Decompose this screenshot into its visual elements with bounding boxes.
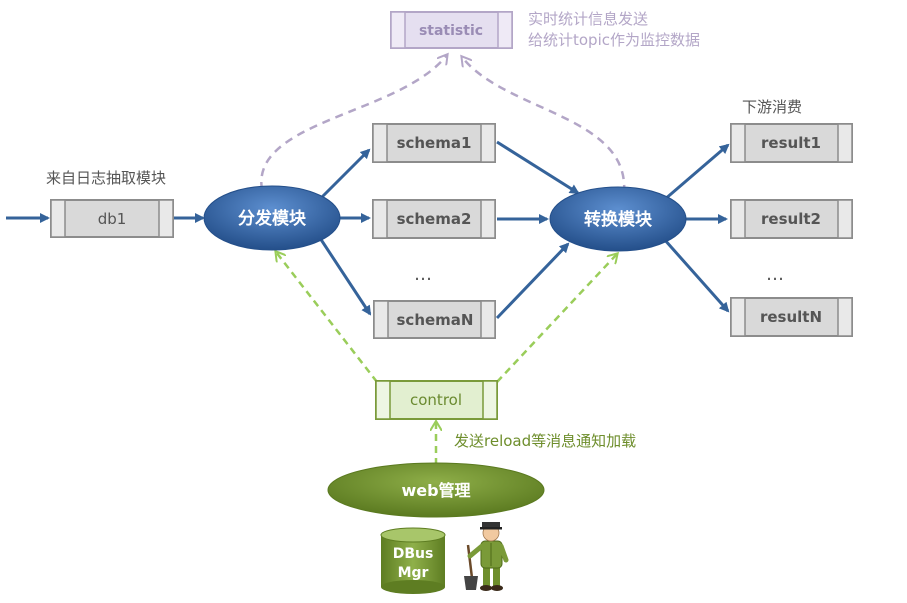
edge-schema1-transform [496,140,580,195]
queue-schemaN[interactable]: schemaN [373,300,496,339]
reload-note: 发送reload等消息通知加载 [454,432,636,450]
edge-transform-resultN [662,238,730,313]
statistic-note-line1: 实时统计信息发送 [528,10,648,28]
result-ellipsis: … [766,264,784,285]
queue-schema2[interactable]: schema2 [372,199,496,239]
queue-db1-label: db1 [98,210,127,228]
queue-resultN-label: resultN [760,308,822,326]
edge-dispatch-statistic [260,55,447,191]
dbus-mgr-line2: Mgr [398,565,429,581]
queue-result1[interactable]: result1 [730,123,853,163]
web-management-module[interactable]: web管理 [327,462,545,518]
dbus-mgr-database: DBus Mgr [380,527,446,594]
worker-with-shovel-icon [464,522,509,591]
queue-control-label: control [410,391,462,409]
dbus-mgr-line1: DBus [393,546,434,562]
queue-result1-label: result1 [761,134,821,152]
edge-transform-result1 [663,143,730,202]
statistic-note-line2: 给统计topic作为监控数据 [528,31,700,49]
edge-control-dispatch [276,252,378,383]
edge-schemaN-transform [495,242,570,320]
queue-control[interactable]: control [375,380,498,420]
queue-schema1[interactable]: schema1 [372,123,496,163]
downstream-label: 下游消费 [742,98,802,116]
schema-ellipsis: … [414,264,432,285]
queue-resultN[interactable]: resultN [730,297,853,337]
edge-dispatch-schema1 [318,148,371,201]
queue-schema2-label: schema2 [397,210,472,228]
transform-module-label: 转换模块 [584,209,653,230]
edge-control-transform [496,254,617,383]
web-management-label: web管理 [401,481,470,500]
queue-result2[interactable]: result2 [730,199,853,239]
queue-result2-label: result2 [761,210,821,228]
queue-statistic[interactable]: statistic [390,11,513,49]
source-label: 来自日志抽取模块 [46,169,166,187]
queue-schemaN-label: schemaN [397,311,474,329]
queue-schema1-label: schema1 [397,134,472,152]
dispatch-module-label: 分发模块 [238,208,307,229]
dispatch-module[interactable]: 分发模块 [203,185,341,251]
edge-dispatch-schemaN [318,237,372,316]
queue-db1[interactable]: db1 [50,199,174,238]
transform-module[interactable]: 转换模块 [549,186,687,252]
edges [6,55,730,465]
queue-statistic-label: statistic [419,23,483,39]
